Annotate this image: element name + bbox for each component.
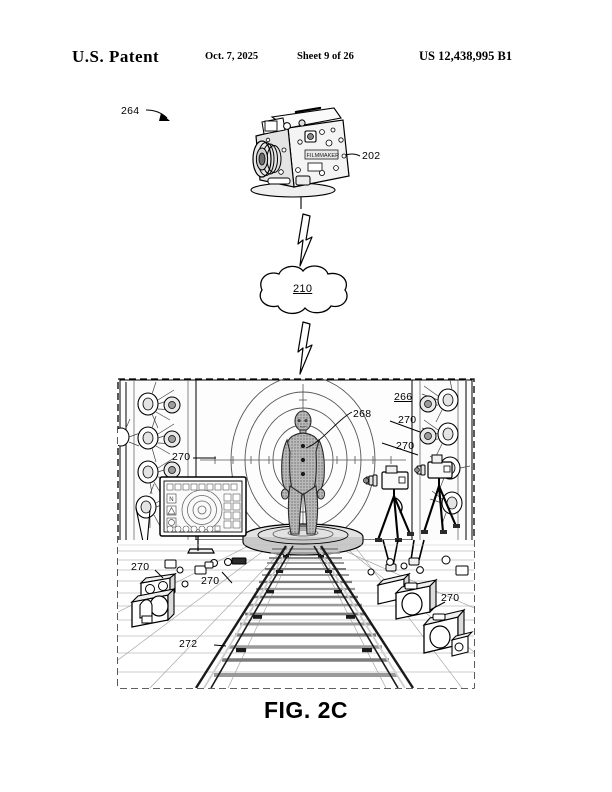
lightning-bolt-icon [297, 321, 313, 375]
subject-leader-line [305, 411, 353, 449]
figure-caption: FIG. 2C [263, 697, 348, 723]
ref-equipment-270-e: 270 [201, 575, 220, 587]
turntable-icon [242, 523, 364, 556]
system-callout-arrow [145, 109, 170, 121]
sheet-number-label: Sheet 9 of 26 [297, 51, 354, 62]
studio-light-icon [419, 379, 471, 525]
lightning-bolt-icon [297, 213, 313, 267]
camera-brand-text: FILMMAKER [307, 153, 340, 159]
ref-equipment-270-b: 270 [396, 440, 415, 452]
ref-camera-202: 202 [362, 150, 381, 162]
ref-equipment-270-f: 270 [441, 592, 460, 604]
human-figure-icon [280, 410, 326, 535]
ref-equipment-270-c: 270 [398, 414, 417, 426]
ref-system-264: 264 [121, 105, 140, 117]
patent-date-label: Oct. 7, 2025 [205, 51, 259, 62]
ref-track-272: 272 [179, 638, 198, 650]
monitor-icon: N [159, 476, 247, 554]
ref-subject-268: 268 [353, 408, 372, 420]
ref-stage-266: 266 [394, 391, 413, 403]
patent-number-label: US 12,438,995 B1 [419, 49, 513, 63]
ref-equipment-270-d: 270 [131, 561, 150, 573]
cloud-icon [259, 265, 348, 315]
patent-office-label: U.S. Patent [72, 47, 160, 66]
stage-scene: N [117, 378, 475, 689]
ref-cloud-210: 210 [293, 283, 313, 295]
camera-leader-line [345, 153, 361, 157]
railroad-track-icon [194, 545, 415, 688]
camera-icon: FILMMAKER [250, 106, 350, 209]
studio-light-icon [118, 381, 181, 528]
ref-equipment-270-a: 270 [172, 451, 191, 463]
tripod-camera-icon [363, 454, 460, 542]
equipment-box-icon [130, 555, 474, 657]
patent-header: U.S. Patent Oct. 7, 2025 Sheet 9 of 26 U… [0, 47, 612, 71]
equipment-leader-lines [154, 420, 446, 647]
svg-text:N: N [169, 497, 173, 503]
